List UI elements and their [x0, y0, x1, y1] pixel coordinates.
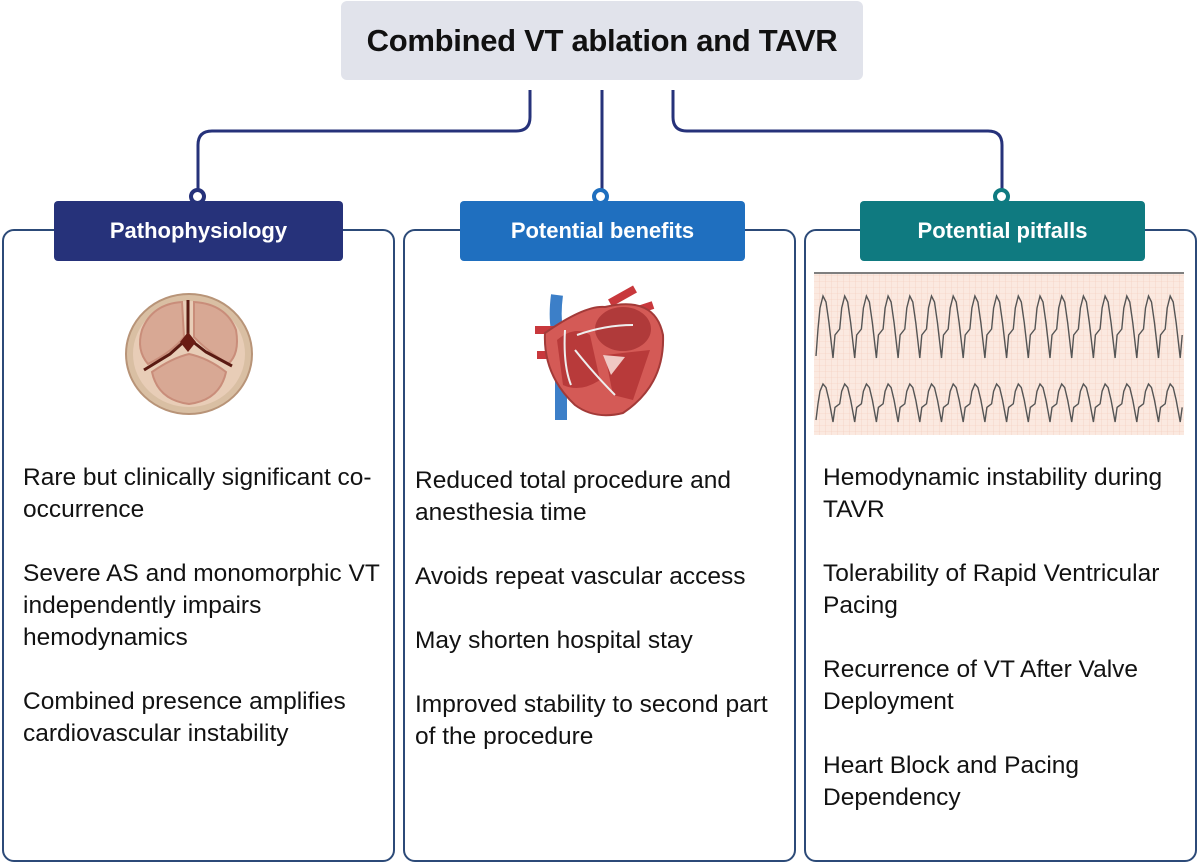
list-item: Severe AS and monomorphic VT independent… — [23, 560, 380, 651]
list-item: Reduced total procedure and anesthesia t… — [415, 467, 731, 526]
list-item: Combined presence amplifies cardiovascul… — [23, 688, 346, 747]
heading-potential-pitfalls: Potential pitfalls — [860, 201, 1145, 261]
list-item: May shorten hospital stay — [415, 627, 693, 654]
heading-label: Pathophysiology — [109, 218, 288, 243]
connector-node-icon — [592, 188, 609, 205]
list-item: Recurrence of VT After Valve Deployment — [823, 656, 1139, 715]
connector-node-icon — [993, 188, 1010, 205]
list-item: Heart Block and Pacing Dependency — [823, 752, 1080, 811]
heading-label: Potential pitfalls — [917, 218, 1088, 243]
heart-catheter-icon — [535, 285, 665, 420]
pitfalls-list: Hemodynamic instability during TAVR Tole… — [823, 462, 1183, 846]
benefits-list: Reduced total procedure and anesthesia t… — [415, 465, 790, 785]
list-item: Hemodynamic instability during TAVR — [823, 464, 1163, 523]
pathophysiology-list: Rare but clinically significant co-occur… — [23, 462, 383, 782]
list-item: Tolerability of Rapid Ventricular Pacing — [823, 560, 1160, 619]
heading-pathophysiology: Pathophysiology — [54, 201, 343, 261]
connector-node-icon — [189, 188, 206, 205]
connector-left — [196, 90, 532, 190]
connector-right — [671, 90, 1004, 190]
heading-label: Potential benefits — [510, 218, 695, 243]
aortic-valve-icon — [125, 293, 253, 415]
list-item: Improved stability to second part of the… — [415, 691, 768, 750]
diagram-title-box: Combined VT ablation and TAVR — [341, 1, 863, 80]
list-item: Avoids repeat vascular access — [415, 563, 746, 590]
diagram-title: Combined VT ablation and TAVR — [366, 22, 838, 58]
list-item: Rare but clinically significant co-occur… — [23, 464, 372, 523]
ecg-strip-icon — [814, 272, 1184, 435]
heading-potential-benefits: Potential benefits — [460, 201, 745, 261]
